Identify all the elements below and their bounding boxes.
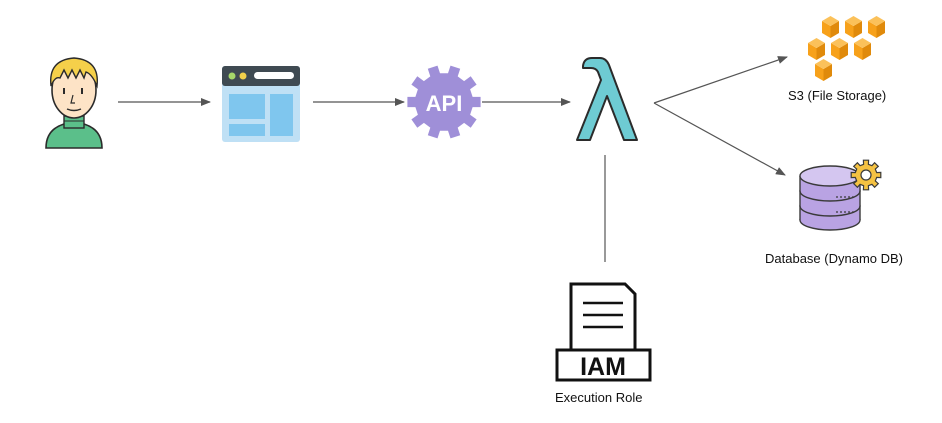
edge-lambda-to-s3: [653, 56, 788, 104]
s3-label: S3 (File Storage): [788, 88, 887, 103]
s3-box-3: [808, 38, 825, 60]
database-label: Database (Dynamo DB): [765, 251, 903, 266]
s3-box-0: [822, 16, 839, 38]
s3-box-2: [868, 16, 885, 38]
api-gear-text: API: [426, 91, 463, 116]
database-gear-icon: [799, 159, 882, 231]
browser-window-icon: [222, 66, 300, 142]
s3-boxes-icon: [808, 16, 885, 81]
api-gear-icon: API: [407, 65, 481, 139]
iam-text: IAM: [580, 353, 626, 381]
execution-role-label: Execution Role: [555, 390, 643, 405]
lambda-icon: [576, 57, 638, 141]
s3-box-1: [845, 16, 862, 38]
edge-lambda-to-database: [653, 102, 786, 176]
s3-box-5: [854, 38, 871, 60]
s3-box-6: [815, 59, 832, 81]
iam-document-icon: IAM: [555, 282, 652, 382]
s3-box-4: [831, 38, 848, 60]
user-avatar-icon: [45, 57, 103, 149]
